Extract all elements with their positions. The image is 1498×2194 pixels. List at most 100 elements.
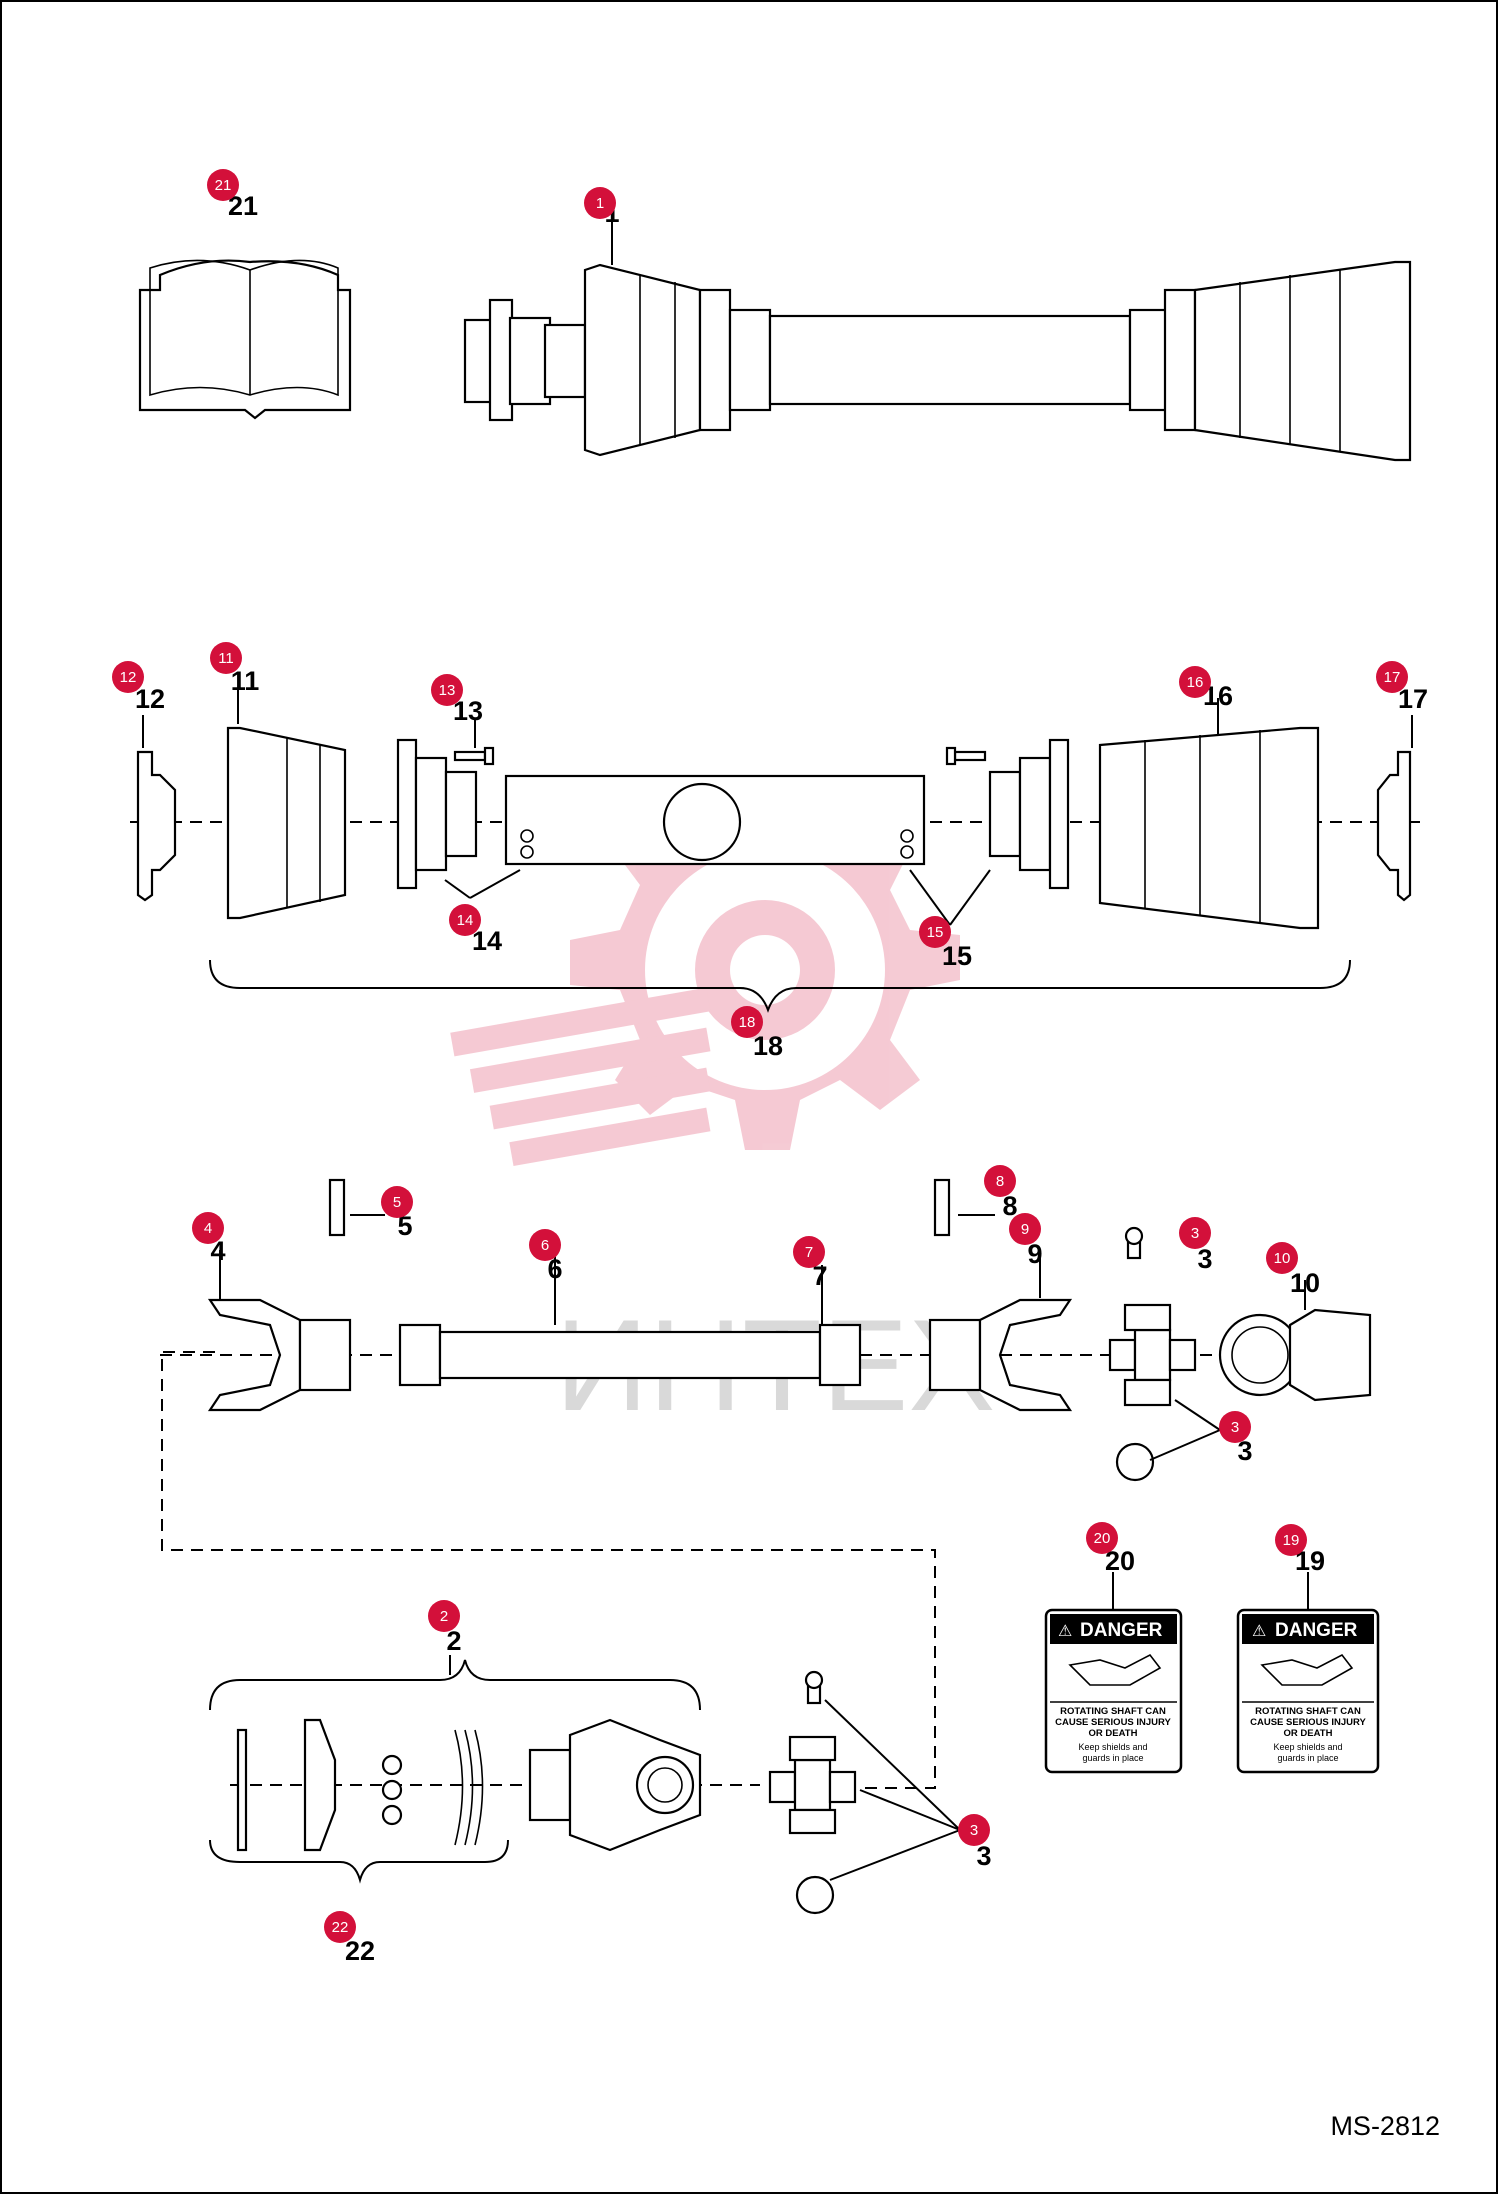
snap-ring	[1115, 1442, 1155, 1482]
callout-badge-label: 3	[1191, 1225, 1199, 1242]
svg-text:ROTATING SHAFT CAN: ROTATING SHAFT CAN	[1255, 1706, 1361, 1717]
bearing-ring-right	[1376, 750, 1412, 902]
callout-number: 2	[446, 1626, 461, 1656]
callout-badge	[584, 187, 616, 219]
callout-badge	[449, 904, 481, 936]
callout-badge-label: 22	[332, 1919, 349, 1936]
callout-number: 18	[753, 1031, 783, 1061]
roll-pin-8	[933, 1178, 951, 1237]
svg-text:Keep shields and: Keep shields and	[1078, 1742, 1147, 1752]
callout-badge	[192, 1212, 224, 1244]
callout-number: 7	[812, 1261, 827, 1291]
dashed-route	[161, 1351, 936, 1789]
collar-spring	[454, 1729, 484, 1846]
quick-coupler-yoke	[528, 1718, 702, 1852]
operator-manual-icon	[138, 259, 352, 420]
callout-number: 4	[210, 1236, 225, 1266]
cross-bearing	[1108, 1303, 1197, 1407]
callout-badge-label: 11	[218, 650, 234, 667]
callout-badge-label: 7	[805, 1244, 813, 1261]
callout-badge	[112, 661, 144, 693]
callout-badge	[1179, 1217, 1211, 1249]
callout-badge	[984, 1165, 1016, 1197]
callout-badge-label: 10	[1274, 1250, 1291, 1267]
callout-number: 3	[1237, 1436, 1252, 1466]
callout-badge	[1376, 661, 1408, 693]
screw-right	[945, 746, 987, 766]
bearing-right	[988, 738, 1070, 890]
callout-badge-label: 6	[541, 1237, 549, 1254]
callout-badge-label: 15	[927, 924, 944, 941]
callout-number: 10	[1290, 1268, 1320, 1298]
collar-plate	[303, 1718, 337, 1852]
callout-layer: 2121111212111113131414151516161717181844…	[112, 169, 1428, 1966]
callout-number: 3	[976, 1841, 991, 1871]
roll-pin-5	[328, 1178, 346, 1237]
screw-left	[453, 746, 495, 766]
assembled-driveline	[463, 260, 1412, 462]
callout-badge	[428, 1600, 460, 1632]
svg-text:⚠: ⚠	[1252, 1621, 1266, 1640]
grease-fitting-lower	[804, 1670, 824, 1705]
bearing-left	[396, 738, 478, 890]
callout-number: 22	[345, 1936, 375, 1966]
guard-tube	[504, 774, 926, 866]
callout-badge-label: 16	[1187, 674, 1204, 691]
watermark-logo	[450, 790, 960, 1166]
grease-fitting	[1124, 1226, 1144, 1260]
callout-badge	[1266, 1242, 1298, 1274]
callout-badge-label: 20	[1094, 1530, 1111, 1547]
callout-number: 14	[472, 926, 502, 956]
assembly-brace-22	[209, 1839, 509, 1884]
callout-badge	[958, 1814, 990, 1846]
callout-badge	[431, 674, 463, 706]
cross-bearing-lower	[768, 1735, 857, 1835]
callout-number: 9	[1027, 1239, 1042, 1269]
assembly-brace-18	[209, 959, 1351, 1013]
callout-badge-label: 18	[739, 1014, 756, 1031]
danger-decal-20: DANGER ⚠ ROTATING SHAFT CAN CAUSE SERIOU…	[1044, 1572, 1183, 1774]
svg-text:OR DEATH: OR DEATH	[1089, 1728, 1138, 1739]
yoke-right	[928, 1298, 1073, 1412]
callout-badge	[793, 1236, 825, 1268]
callout-number: 15	[942, 941, 972, 971]
svg-text:DANGER: DANGER	[1080, 1620, 1163, 1641]
svg-text:DANGER: DANGER	[1275, 1620, 1358, 1641]
assembly-brace-2	[209, 1659, 701, 1711]
callout-badge-label: 19	[1283, 1532, 1300, 1549]
callout-number: 12	[135, 684, 165, 714]
callout-number: 11	[231, 666, 260, 696]
yoke-10	[1218, 1308, 1372, 1402]
callout-badge-label: 5	[393, 1194, 401, 1211]
callout-badge	[207, 169, 239, 201]
callout-number: 6	[547, 1254, 562, 1284]
callout-badge-label: 2	[440, 1608, 448, 1625]
callout-badge-label: 8	[996, 1173, 1004, 1190]
callout-badge	[1275, 1524, 1307, 1556]
locking-balls	[381, 1754, 403, 1826]
drawing-code: MS-2812	[1330, 2111, 1440, 2141]
svg-text:guards in place: guards in place	[1277, 1753, 1338, 1763]
callout-badge	[381, 1186, 413, 1218]
callout-badge-label: 3	[970, 1822, 978, 1839]
callout-badge	[1219, 1411, 1251, 1443]
callout-number: 3	[1197, 1244, 1212, 1274]
svg-text:CAUSE SERIOUS INJURY: CAUSE SERIOUS INJURY	[1055, 1717, 1171, 1728]
svg-text:ROTATING SHAFT CAN: ROTATING SHAFT CAN	[1060, 1706, 1166, 1717]
callout-badge	[1009, 1213, 1041, 1245]
callout-badge-label: 1	[596, 195, 604, 212]
callout-badge	[529, 1229, 561, 1261]
svg-text:⚠: ⚠	[1058, 1621, 1072, 1640]
callout-badge	[1179, 666, 1211, 698]
svg-text:OR DEATH: OR DEATH	[1284, 1728, 1333, 1739]
svg-text:guards in place: guards in place	[1082, 1753, 1143, 1763]
yoke-left	[207, 1298, 352, 1412]
callout-badge-label: 4	[204, 1220, 212, 1237]
guard-cone-left	[226, 726, 347, 920]
snap-ring-flat	[236, 1728, 248, 1852]
callout-badge-label: 9	[1021, 1221, 1029, 1238]
callout-badge-label: 17	[1384, 669, 1401, 686]
bearing-ring-left	[136, 750, 177, 902]
callout-badge-label: 3	[1231, 1419, 1239, 1436]
